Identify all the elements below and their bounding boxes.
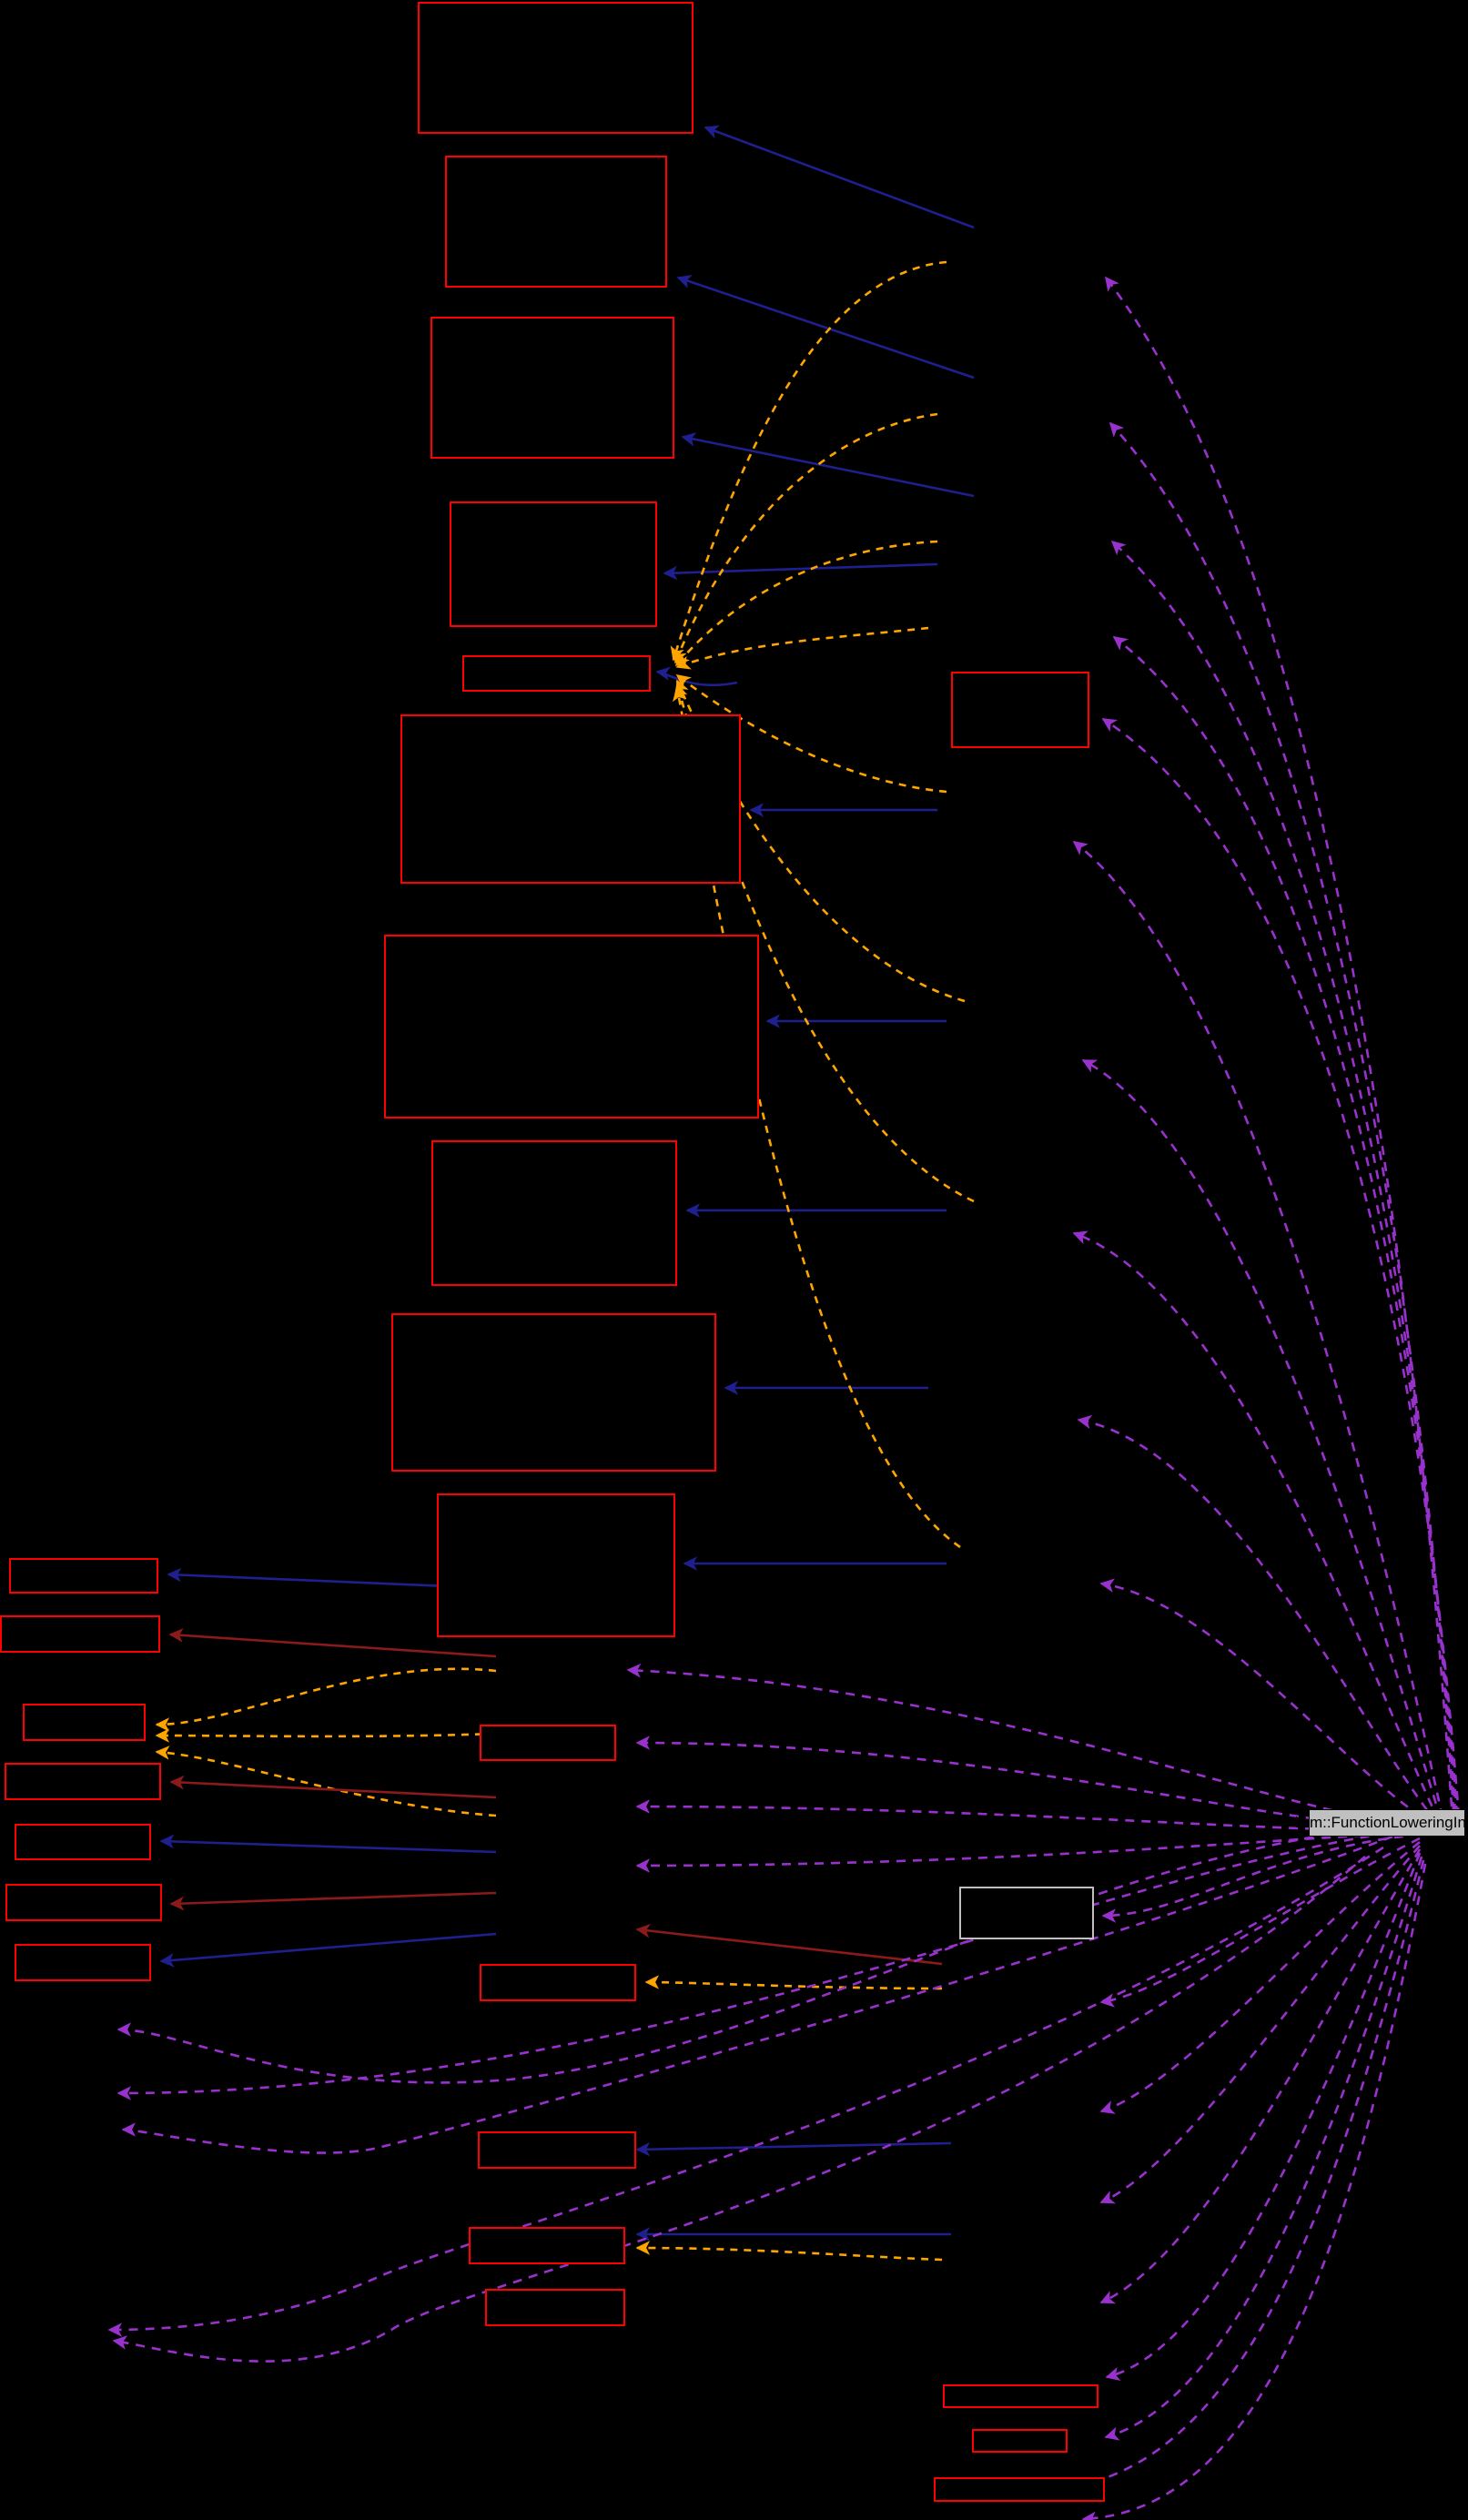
graph-edge-27	[675, 626, 929, 670]
graph-edge-17	[159, 1932, 497, 1968]
graph-edge-15	[159, 1834, 497, 1854]
graph-node-n22[interactable]	[478, 2131, 636, 2169]
graph-node-n2[interactable]	[445, 156, 667, 288]
graph-edge-32	[1104, 276, 1453, 1807]
center-node-function-lowering-info[interactable]: llvm::FunctionLoweringInfo	[1295, 1809, 1468, 1837]
graph-node-n16[interactable]	[15, 1824, 151, 1860]
graph-edge-30	[673, 683, 975, 1203]
graph-edge-44	[635, 1799, 1430, 1832]
graph-edge-11	[155, 1667, 497, 1732]
graph-node-n10[interactable]	[437, 1493, 675, 1637]
graph-edge-25	[673, 412, 938, 664]
graph-node-n6[interactable]	[400, 714, 741, 884]
graph-node-n11[interactable]	[951, 672, 1089, 748]
graph-node-n4[interactable]	[450, 501, 657, 627]
graph-node-n17[interactable]	[5, 1884, 162, 1921]
graph-edge-45	[635, 1830, 1430, 1873]
graph-node-n7[interactable]	[384, 935, 759, 1118]
graph-node-n1[interactable]	[418, 2, 694, 134]
graph-edge-54	[1081, 1863, 1427, 2520]
graph-node-n15[interactable]	[5, 1763, 161, 1800]
graph-edge-10	[168, 1628, 497, 1658]
graph-edge-22	[635, 2141, 952, 2157]
graph-edge-19	[635, 1923, 943, 1966]
graph-node-n20[interactable]	[959, 1887, 1094, 1939]
graph-edge-13	[155, 1746, 497, 1817]
graph-node-n19[interactable]	[480, 1725, 616, 1761]
graph-edge-28	[675, 673, 947, 794]
graph-edge-59	[112, 1856, 1366, 2363]
graph-edge-23	[655, 666, 738, 687]
graph-edge-31	[672, 686, 961, 1549]
graph-edge-47	[1099, 1837, 1421, 2008]
graph-edge-24	[670, 260, 947, 662]
graph-edge-36	[1101, 717, 1461, 1817]
graph-edge-29	[675, 679, 966, 1003]
graph-node-n13[interactable]	[0, 1615, 160, 1653]
graph-edge-48	[1099, 1840, 1421, 2114]
graph-edge-41	[1099, 1578, 1436, 1827]
graph-node-n9[interactable]	[391, 1313, 716, 1472]
graph-edge-39	[1072, 1230, 1441, 1822]
graph-edge-52	[1104, 1856, 1423, 2441]
graph-edge-14	[169, 1775, 497, 1799]
graph-edge-18	[644, 1975, 943, 1990]
graph-node-n25[interactable]	[943, 2384, 1098, 2408]
graph-edge-46	[1101, 1833, 1421, 1923]
graph-edge-40	[1077, 1414, 1439, 1824]
graph-node-n5[interactable]	[462, 655, 651, 692]
graph-edge-50	[1099, 1848, 1422, 2304]
graph-edge-33	[1109, 421, 1455, 1812]
graph-edge-56	[116, 1829, 1402, 2100]
graph-edge-12	[155, 1728, 497, 1743]
graph-edge-34	[1110, 540, 1457, 1814]
graph-edge-26	[674, 540, 938, 667]
graph-node-n18[interactable]	[15, 1944, 151, 1981]
graph-node-n3[interactable]	[430, 317, 674, 459]
graph-edge-3	[663, 562, 938, 581]
graph-edge-20	[635, 2241, 943, 2262]
graph-node-n21[interactable]	[480, 1964, 636, 2001]
graph-edge-37	[1072, 840, 1444, 1818]
graph-node-n24[interactable]	[485, 2289, 625, 2326]
graph-edge-51	[1105, 1852, 1422, 2382]
graph-node-n14[interactable]	[23, 1704, 146, 1741]
graph-edge-58	[107, 1846, 1384, 2337]
graph-node-n8[interactable]	[431, 1140, 677, 1286]
graph-edge-2	[681, 432, 975, 498]
graph-edge-1	[676, 275, 975, 380]
graph-edge-0	[704, 125, 975, 229]
graph-edge-43	[635, 1736, 1430, 1830]
graph-node-n23[interactable]	[469, 2227, 625, 2264]
graph-edge-16	[169, 1891, 497, 1911]
graph-edge-42	[626, 1663, 1430, 1828]
graph-node-n26[interactable]	[972, 2429, 1068, 2453]
graph-edge-55	[116, 1823, 1412, 2084]
graph-node-n12[interactable]	[9, 1558, 158, 1594]
graph-node-n27[interactable]	[934, 2477, 1105, 2502]
graph-edge-49	[1099, 1845, 1421, 2204]
graph-edge-38	[1081, 1058, 1443, 1820]
graph-edge-53	[1072, 1859, 1425, 2492]
graph-edge-57	[121, 1835, 1393, 2154]
